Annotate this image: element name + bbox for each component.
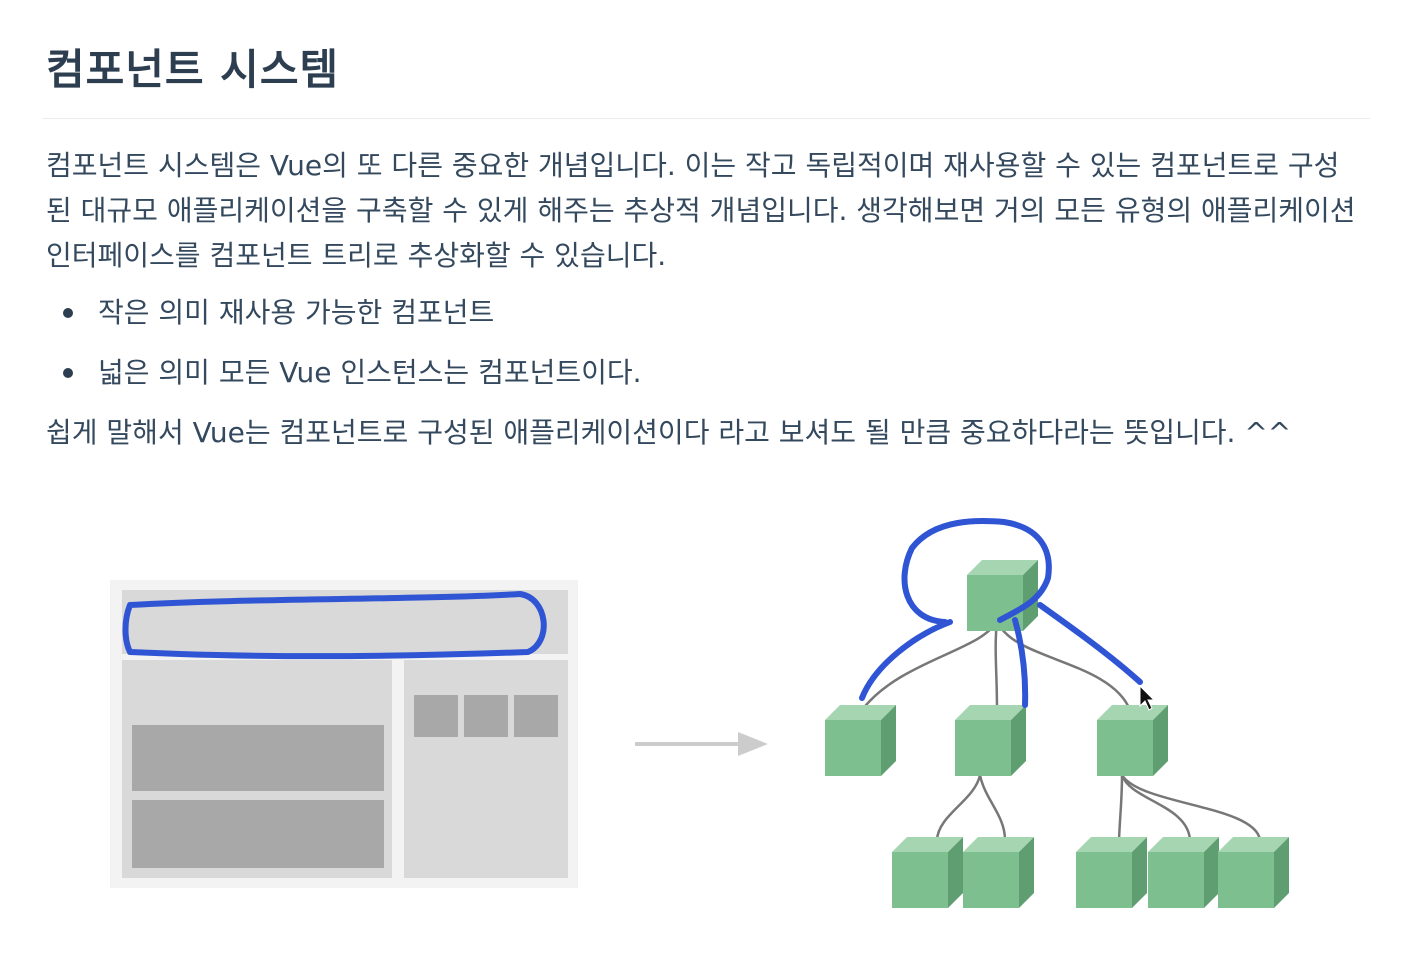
tree-connector [995,619,1132,711]
tree-connector [994,619,999,711]
wireframe-sidebar [404,660,568,878]
intro-paragraph: 컴포넌트 시스템은 Vue의 또 다른 중요한 개념입니다. 이는 작고 독립적… [46,149,1356,272]
annotation-stroke [1037,602,1143,685]
cube-icon [963,837,1034,908]
heading-divider [42,118,1370,119]
component-tree-lines [861,619,1262,841]
wireframe-main-block [132,725,384,791]
component-tree [825,560,1289,908]
tree-connector [935,774,982,841]
arrow-right-icon [635,732,768,756]
annotation-stroke [859,619,953,701]
cursor-icon [1139,684,1156,711]
wireframe-sidebar-block [464,695,508,737]
list-item: 작은 의미 재사용 가능한 컴포넌트 [46,292,642,334]
cube-icon [1076,837,1147,908]
tree-connector [978,774,1007,841]
cube-icon [955,705,1026,776]
wireframe-main-block [132,800,384,868]
page-layout-wireframe [110,580,578,888]
summary-paragraph: 쉽게 말해서 Vue는 컴포넌트로 구성된 애플리케이션이다 라고 보셔도 될 … [46,416,1292,449]
list-item: 넓은 의미 모든 Vue 인스턴스는 컴포넌트이다. [46,352,642,394]
cube-icon [1218,837,1289,908]
annotation-stroke [1012,617,1029,708]
cube-icon [1148,837,1219,908]
list-item-text: 작은 의미 재사용 가능한 컴포넌트 [98,296,495,329]
tree-connector [1120,774,1192,841]
annotation-highlight-header [122,591,547,660]
components-figure [110,518,1289,908]
bullet-icon [63,308,73,318]
annotation-circle-root [901,518,1052,625]
tree-connector [1117,774,1124,841]
annotation-strokes [122,518,1143,708]
cube-icon [825,705,896,776]
bullet-icon [63,368,73,378]
wireframe-sidebar-block [414,695,458,737]
bullet-list: 작은 의미 재사용 가능한 컴포넌트 넓은 의미 모든 Vue 인스턴스는 컴포… [46,292,642,412]
tree-connector [1120,774,1262,841]
cube-icon [892,837,963,908]
wireframe-sidebar-block [514,695,558,737]
arrow-head [738,732,768,756]
page-title: 컴포넌트 시스템 [46,45,340,94]
cube-icon [1097,705,1168,776]
list-item-text: 넓은 의미 모든 Vue 인스턴스는 컴포넌트이다. [98,356,642,389]
